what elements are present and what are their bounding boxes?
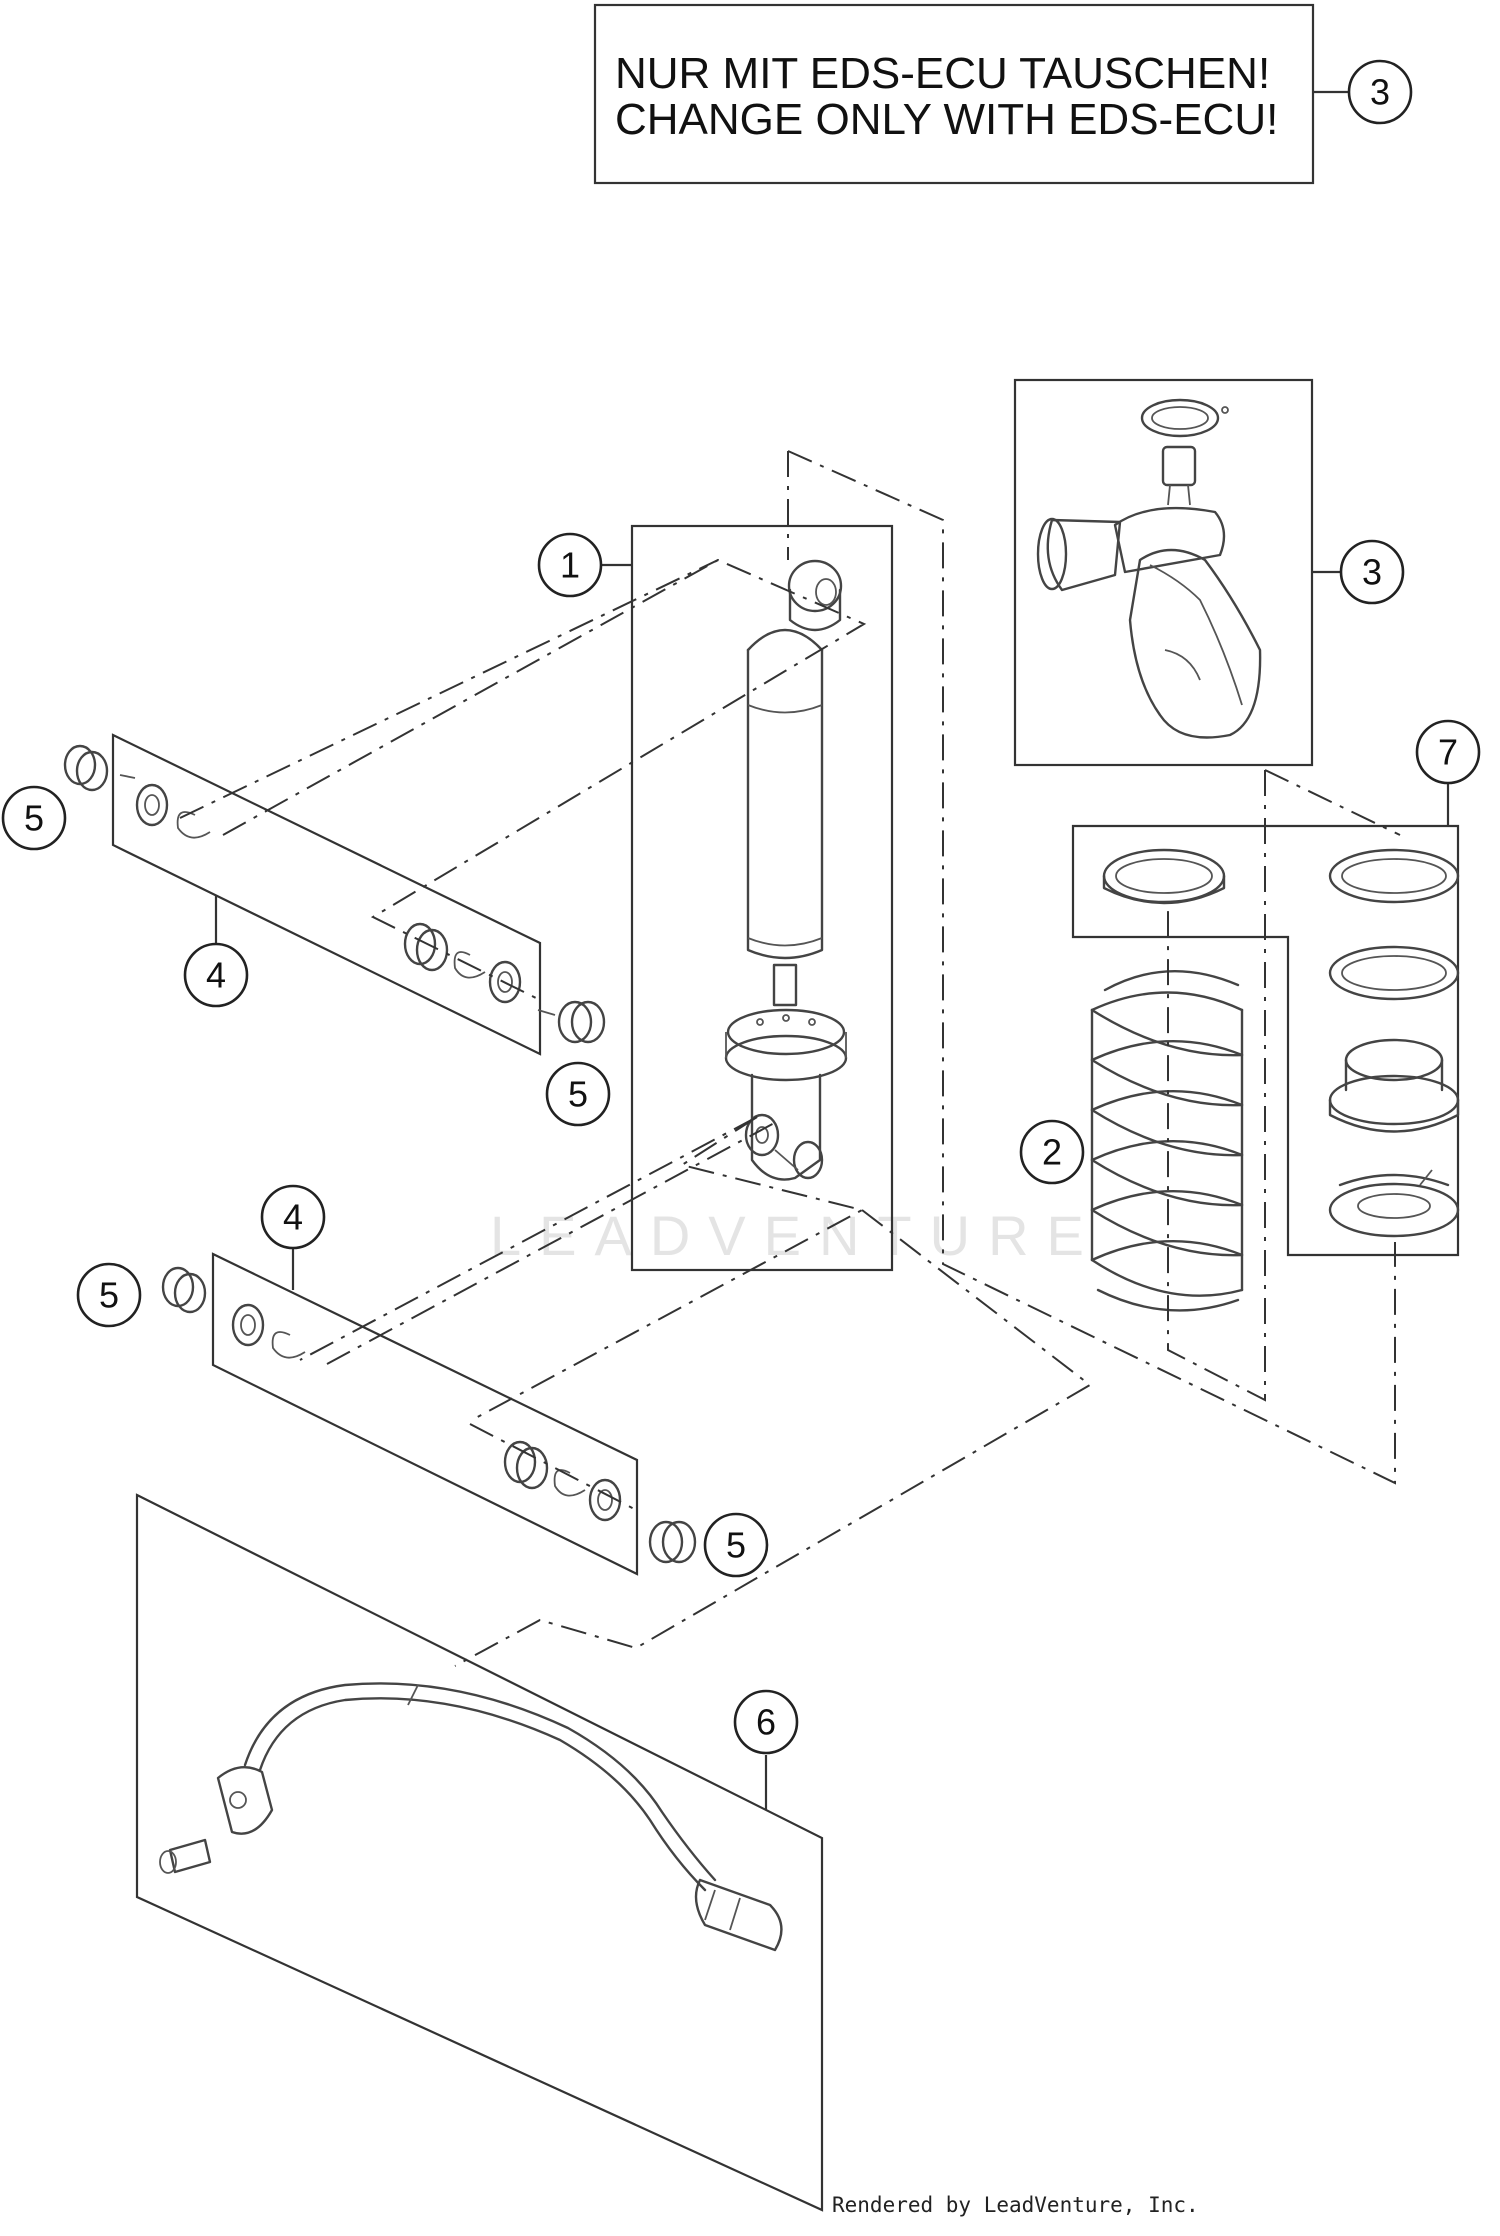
- callout-5-lower-left[interactable]: 5: [76, 1262, 142, 1328]
- svg-text:3: 3: [1362, 552, 1382, 593]
- bushing-set-upper-group: [111, 733, 542, 1056]
- bushing-set-upper[interactable]: [63, 744, 606, 1044]
- callout-5-upper-right[interactable]: 5: [545, 1061, 611, 1127]
- spring-retainer-set[interactable]: [1102, 848, 1460, 1238]
- svg-text:4: 4: [206, 955, 226, 996]
- callout-1[interactable]: 1: [537, 532, 603, 598]
- svg-text:5: 5: [24, 798, 44, 839]
- svg-text:2: 2: [1042, 1132, 1062, 1173]
- notice-line-english: CHANGE ONLY WITH EDS-ECU!: [615, 95, 1278, 144]
- eds-unit-group: [1013, 378, 1340, 767]
- eds-actuator[interactable]: [1036, 398, 1262, 739]
- notice-line-german: NUR MIT EDS-ECU TAUSCHEN!: [615, 49, 1270, 98]
- bushing-set-lower-group: [211, 1248, 639, 1576]
- svg-text:5: 5: [99, 1275, 119, 1316]
- callout-6[interactable]: 6: [733, 1689, 799, 1755]
- cable-harness[interactable]: [159, 1682, 783, 1952]
- svg-text:4: 4: [283, 1197, 303, 1238]
- svg-text:5: 5: [568, 1074, 588, 1115]
- callout-4-upper[interactable]: 4: [183, 942, 249, 1008]
- notice-box: NUR MIT EDS-ECU TAUSCHEN! CHANGE ONLY WI…: [593, 3, 1348, 185]
- watermark-text: LEADVENTURE: [490, 1204, 1102, 1267]
- render-credit: Rendered by LeadVenture, Inc.: [832, 2193, 1199, 2217]
- callout-4-lower[interactable]: 4: [260, 1184, 326, 1250]
- callout-5-upper-left[interactable]: 5: [1, 785, 67, 851]
- spring-retainer-group: [1071, 782, 1460, 1257]
- callout-5-lower-right[interactable]: 5: [703, 1512, 769, 1578]
- callout-2[interactable]: 2: [1019, 1119, 1085, 1185]
- shock-absorber[interactable]: [724, 559, 848, 1181]
- cable-harness-group: [135, 1493, 824, 2212]
- assembly-lines: [179, 450, 1401, 1667]
- svg-text:6: 6: [756, 1702, 776, 1743]
- svg-text:3: 3: [1370, 72, 1390, 113]
- svg-text:1: 1: [560, 545, 580, 586]
- svg-text:7: 7: [1438, 732, 1458, 773]
- shock-absorber-group: [601, 524, 894, 1272]
- bushing-set-lower[interactable]: [161, 1266, 697, 1564]
- callout-3-eds[interactable]: 3: [1339, 539, 1405, 605]
- svg-text:5: 5: [726, 1525, 746, 1566]
- callout-3-notice[interactable]: 3: [1347, 59, 1413, 125]
- callout-7[interactable]: 7: [1415, 719, 1481, 785]
